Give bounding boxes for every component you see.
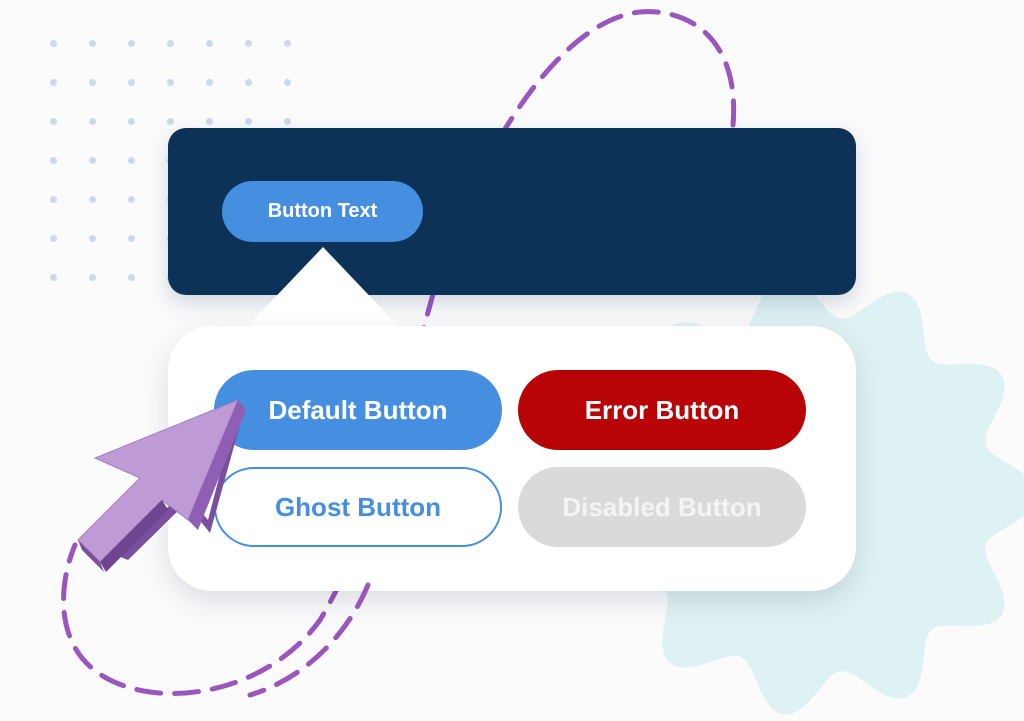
error-button[interactable]: Error Button bbox=[518, 370, 806, 450]
decorative-dot bbox=[128, 40, 135, 47]
decorative-dot bbox=[89, 235, 96, 242]
decorative-dot bbox=[167, 118, 174, 125]
popup-pointer bbox=[245, 247, 401, 329]
decorative-dot bbox=[206, 79, 213, 86]
decorative-dot bbox=[128, 157, 135, 164]
decorative-dot bbox=[50, 79, 57, 86]
header-button[interactable]: Button Text bbox=[222, 181, 423, 242]
decorative-dot bbox=[89, 118, 96, 125]
decorative-dot bbox=[284, 79, 291, 86]
decorative-dot bbox=[128, 196, 135, 203]
decorative-dot bbox=[245, 79, 252, 86]
decorative-dot bbox=[245, 118, 252, 125]
decorative-dot bbox=[50, 196, 57, 203]
decorative-dot bbox=[128, 235, 135, 242]
decorative-dot bbox=[89, 157, 96, 164]
decorative-dot bbox=[89, 196, 96, 203]
ghost-button[interactable]: Ghost Button bbox=[214, 467, 502, 547]
decorative-dot bbox=[128, 274, 135, 281]
default-button[interactable]: Default Button bbox=[214, 370, 502, 450]
decorative-dot bbox=[284, 40, 291, 47]
decorative-dot bbox=[89, 274, 96, 281]
decorative-dot bbox=[128, 79, 135, 86]
decorative-dot bbox=[50, 157, 57, 164]
decorative-dot bbox=[50, 274, 57, 281]
decorative-dot bbox=[206, 40, 213, 47]
disabled-button: Disabled Button bbox=[518, 467, 806, 547]
decorative-dot bbox=[284, 118, 291, 125]
decorative-dot bbox=[89, 40, 96, 47]
decorative-dot bbox=[245, 40, 252, 47]
decorative-dot bbox=[89, 79, 96, 86]
decorative-dot bbox=[206, 118, 213, 125]
decorative-dot bbox=[167, 79, 174, 86]
decorative-dot bbox=[167, 40, 174, 47]
decorative-dot bbox=[50, 118, 57, 125]
decorative-dot bbox=[50, 40, 57, 47]
decorative-dot bbox=[128, 118, 135, 125]
decorative-dot bbox=[50, 235, 57, 242]
